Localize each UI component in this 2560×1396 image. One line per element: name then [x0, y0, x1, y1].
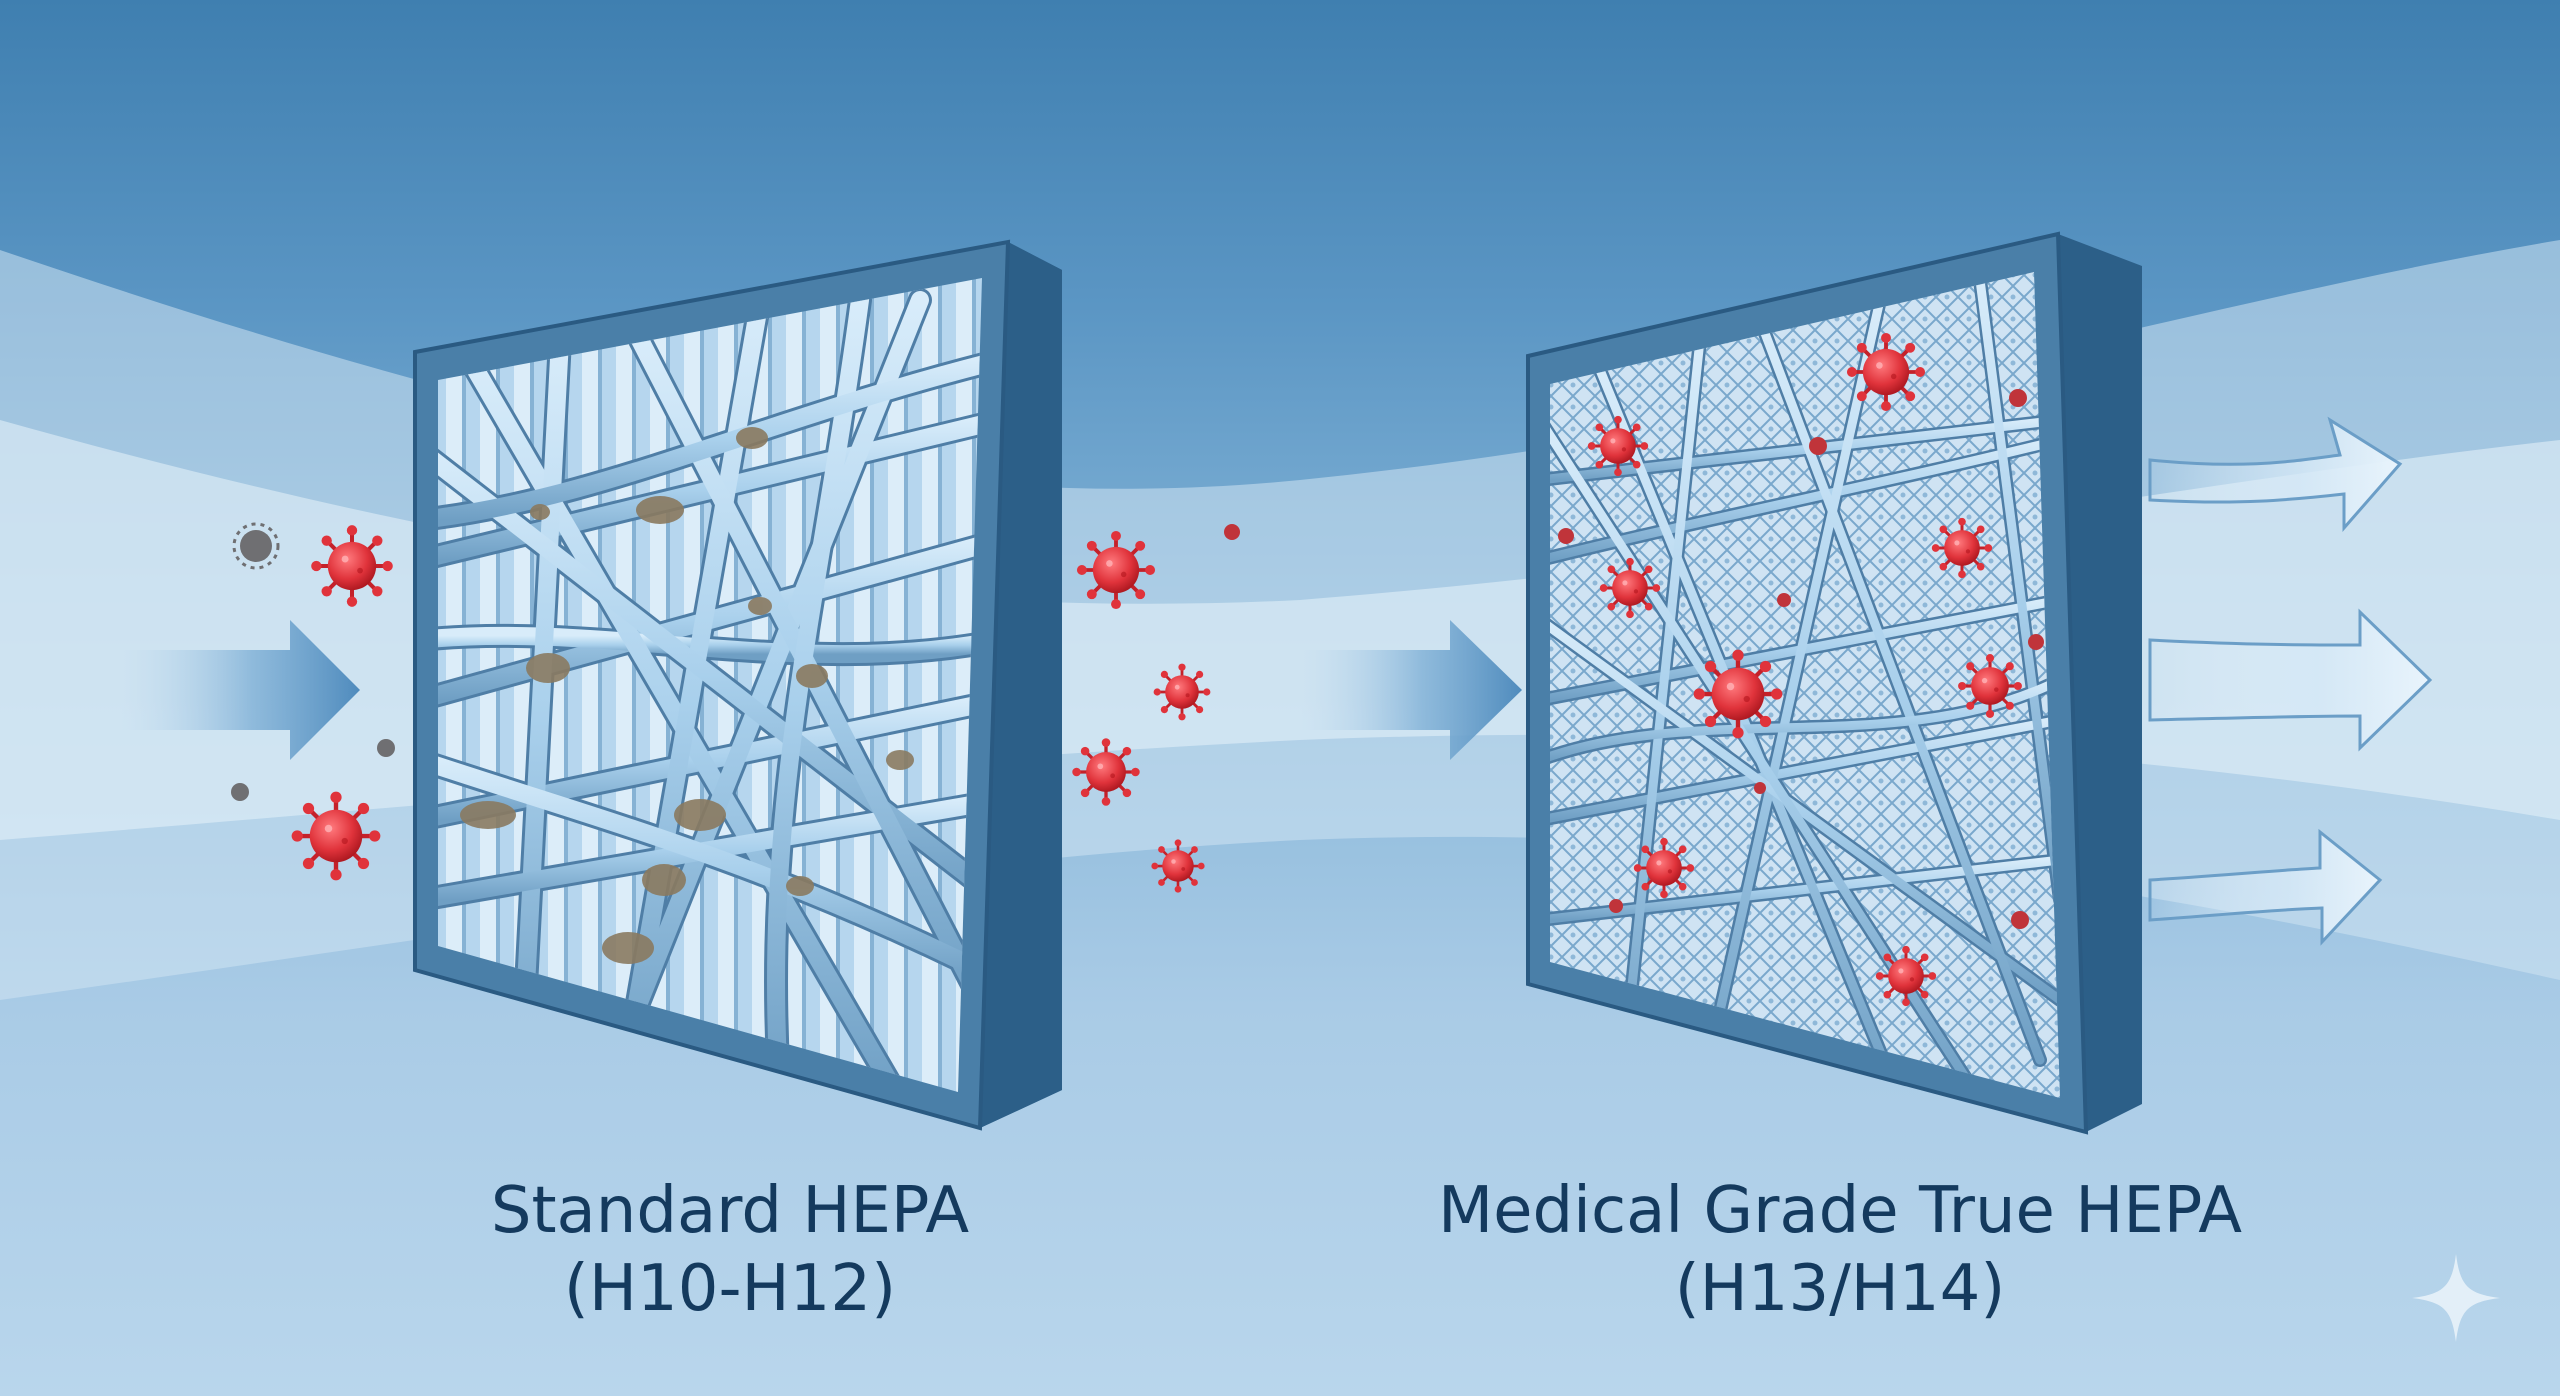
filter-name: Medical Grade True HEPA	[1437, 1174, 2243, 1248]
standard-hepa-label: Standard HEPA (H10-H12)	[320, 1172, 1140, 1328]
filter-grade: (H10-H12)	[563, 1252, 897, 1327]
medical-grade-hepa-filter	[1526, 231, 2142, 1135]
trapped-virus-group	[1558, 331, 2044, 1008]
standard-hepa-filter	[413, 239, 1062, 1131]
dust-particle-icon	[231, 522, 395, 801]
dust-particle-icon	[460, 427, 914, 964]
airflow-arrow-icon	[120, 416, 2433, 946]
filter-grade: (H13/H14)	[1674, 1252, 2006, 1327]
medical-hepa-label: Medical Grade True HEPA (H13/H14)	[1330, 1172, 2350, 1328]
sparkle-icon	[2412, 1254, 2500, 1342]
passing-virus-group	[1070, 524, 1240, 894]
filter-name: Standard HEPA	[490, 1174, 970, 1248]
incoming-particles	[231, 522, 395, 880]
